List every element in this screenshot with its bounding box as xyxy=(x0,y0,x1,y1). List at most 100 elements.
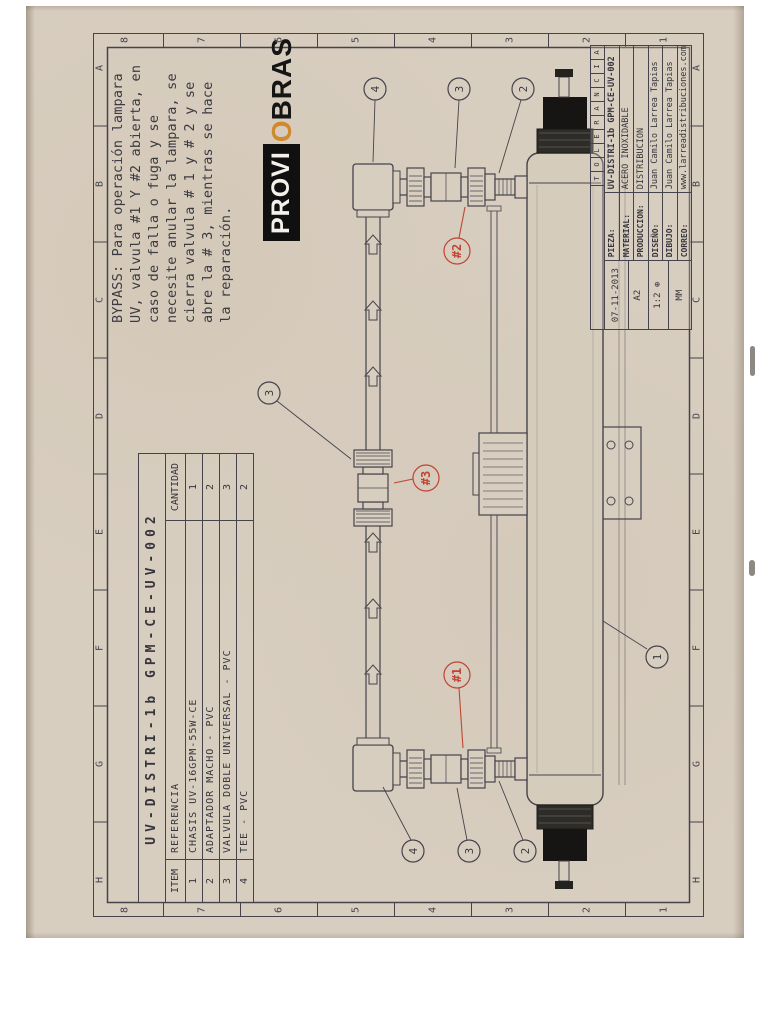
balloon-label: 3 xyxy=(263,390,276,397)
rev-cell: C xyxy=(591,74,604,88)
grid-label: B xyxy=(94,180,106,188)
adapter-left xyxy=(484,755,528,783)
grid-label: 4 xyxy=(427,36,439,44)
grid-label: 6 xyxy=(273,36,285,44)
proviobras-logo: PROVI O BRAS xyxy=(263,37,300,241)
ballast-box xyxy=(472,432,528,516)
tee-left xyxy=(352,737,407,792)
rev-cell: T xyxy=(591,172,604,186)
balloon-label: 2 xyxy=(517,86,530,93)
balloon-3-middle: 3 xyxy=(257,381,281,405)
grid-label: G xyxy=(691,760,703,768)
field-value: Juan Camilo Larrea Tapias xyxy=(650,61,661,190)
table-cell: 2 xyxy=(239,483,250,491)
balloon-label: 3 xyxy=(453,86,466,93)
column-header: CANTIDAD xyxy=(170,462,181,512)
grid-label: 2 xyxy=(581,36,593,44)
projection-symbol: ⊕ xyxy=(653,281,663,288)
valve-3 xyxy=(353,449,393,527)
balloon-label: 2 xyxy=(519,848,532,855)
grid-label: C xyxy=(94,296,106,304)
grid-label: 7 xyxy=(196,906,208,914)
column-header: REFERENCIA xyxy=(166,520,185,859)
field-label: PIEZA: xyxy=(605,192,619,261)
scale-cell: 1:2 ⊕ xyxy=(649,261,669,329)
scale-value: 1:2 xyxy=(653,292,663,309)
field-value: Juan Camilo Larrea Tapias xyxy=(664,61,675,190)
grid-label: 8 xyxy=(119,906,131,914)
valve-2 xyxy=(406,167,486,207)
grid-label: A xyxy=(691,64,703,72)
balloon-3-right: 3 xyxy=(447,77,471,101)
grid-label: D xyxy=(691,412,703,420)
rev-cell: L xyxy=(591,144,604,158)
table-cell: 3 xyxy=(222,483,233,491)
grid-label: 8 xyxy=(119,36,131,44)
grid-label: 7 xyxy=(196,36,208,44)
date-cell: 07-11-2013 xyxy=(605,261,629,329)
rev-cell: A xyxy=(591,102,604,116)
title-block-main: 07-11-2013 A2 1:2 ⊕ MM PIEZA: UV-DISTRI-1… xyxy=(605,46,691,329)
field-label: DIBUJO: xyxy=(663,192,677,261)
parts-table-title: UV-DISTRI-1b GPM-CE-UV-002 xyxy=(139,454,166,902)
grid-label: 1 xyxy=(658,906,670,914)
bypass-pipe xyxy=(365,217,381,738)
drawing-sheet: 4 3 2 4 3 xyxy=(85,25,712,925)
note-line: caso de falla o fuga y se xyxy=(146,114,162,323)
field-label: PRODUCCION: xyxy=(634,192,648,261)
balloon-2-right: 2 xyxy=(511,77,535,101)
grid-label: F xyxy=(94,644,106,652)
field-value: DISTRIBUCION xyxy=(635,127,646,190)
table-cell: VALVULA DOBLE UNIVERSAL - PVC xyxy=(220,520,236,859)
adapter-right xyxy=(484,173,528,201)
balloon-4-left: 4 xyxy=(401,839,425,863)
title-block-field: PIEZA: UV-DISTRI-1b GPM-CE-UV-002 xyxy=(605,46,620,261)
scan-mark xyxy=(750,346,755,376)
field-label: MATERIAL: xyxy=(619,192,633,261)
table-cell: ADAPTADOR MACHO - PVC xyxy=(203,520,219,859)
balloon-3-left: 3 xyxy=(457,839,481,863)
grid-label: 6 xyxy=(273,906,285,914)
scan-paper: 4 3 2 4 3 xyxy=(26,6,755,938)
field-value: ACERO INOXIDABLE xyxy=(621,107,632,190)
grid-label: D xyxy=(94,412,106,420)
red-tag-label: #2 xyxy=(450,244,464,258)
logo-accent-letter: O xyxy=(265,120,297,143)
lamp-end-cap-left xyxy=(536,804,594,889)
grid-label: 1 xyxy=(658,36,670,44)
field-value: UV-DISTRI-1b GPM-CE-UV-002 xyxy=(606,56,617,190)
title-block-field: CORREO:www.larreadistribuciones.com xyxy=(677,46,691,261)
lamp-end-cap-right xyxy=(536,69,594,154)
grid-label: A xyxy=(94,64,106,72)
grid-label: B xyxy=(691,180,703,188)
sheet-size-cell: A2 xyxy=(629,261,649,329)
field-value: www.larreadistribuciones.com xyxy=(679,46,690,190)
units-cell: MM xyxy=(675,289,685,301)
field-label: DISEÑO: xyxy=(648,192,662,261)
grid-label: G xyxy=(94,760,106,768)
grid-label: 5 xyxy=(350,906,362,914)
rev-cell: I xyxy=(591,60,604,74)
piping-drawing: 4 3 2 4 3 xyxy=(93,33,704,917)
title-block-field: DIBUJO: Juan Camilo Larrea Tapias xyxy=(663,46,678,261)
grid-label: H xyxy=(691,876,703,884)
rev-cell: A xyxy=(591,46,604,60)
red-tag-valve-1: #1 xyxy=(443,661,471,749)
table-cell: 3 xyxy=(220,859,236,902)
table-cell: 4 xyxy=(237,859,253,902)
note-line: BYPASS: Para operación lampara xyxy=(110,73,126,323)
title-block-field: PRODUCCION: DISTRIBUCION xyxy=(634,46,649,261)
table-cell: 1 xyxy=(188,483,199,491)
red-tag-valve-3: #3 xyxy=(393,464,440,492)
rev-cell: R xyxy=(591,116,604,130)
table-cell: TEE - PVC xyxy=(237,520,253,859)
grid-label: 2 xyxy=(581,906,593,914)
red-tag-label: #1 xyxy=(450,668,464,682)
grid-label: E xyxy=(94,528,106,536)
